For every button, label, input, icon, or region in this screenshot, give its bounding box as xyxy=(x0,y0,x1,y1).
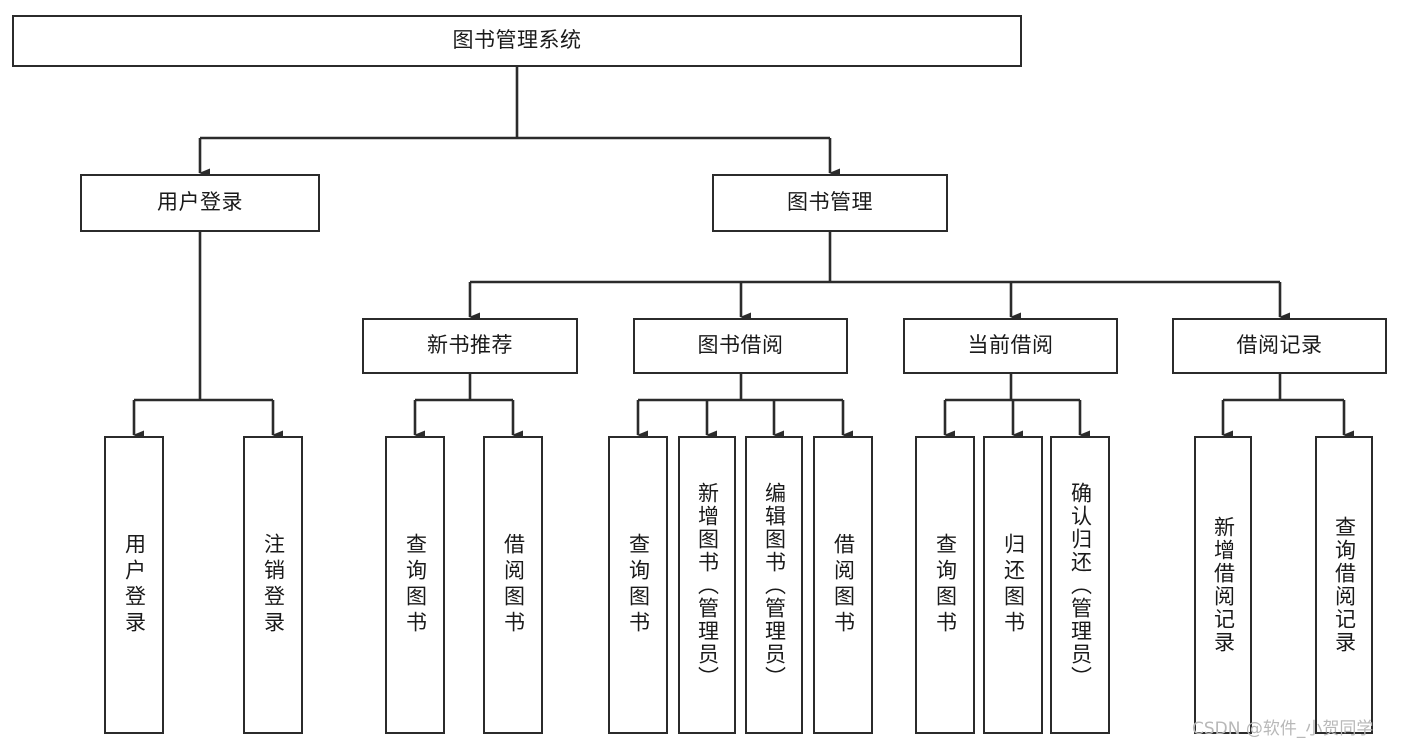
node-label-current-borrow: 当前借阅 xyxy=(967,333,1054,358)
node-label-leaf-user-logout: 注销登录 xyxy=(261,533,286,637)
node-leaf-borrow-book-1[interactable]: 借阅图书 xyxy=(483,436,543,734)
node-label-leaf-confirm-ret: 确认归还（管理员） xyxy=(1068,481,1093,689)
node-leaf-query-book-3[interactable]: 查询图书 xyxy=(915,436,975,734)
node-label-leaf-query-book-3: 查询图书 xyxy=(933,533,958,637)
node-leaf-edit-book[interactable]: 编辑图书（管理员） xyxy=(745,436,803,734)
node-leaf-add-book[interactable]: 新增图书（管理员） xyxy=(678,436,736,734)
node-label-leaf-borrow-book-2: 借阅图书 xyxy=(831,533,856,637)
node-root[interactable]: 图书管理系统 xyxy=(12,15,1022,67)
node-label-leaf-query-record: 查询借阅记录 xyxy=(1332,516,1357,654)
node-label-leaf-user-login: 用户登录 xyxy=(122,533,147,637)
node-label-leaf-query-book-2: 查询图书 xyxy=(626,533,651,637)
node-leaf-query-book-1[interactable]: 查询图书 xyxy=(385,436,445,734)
node-label-book-borrow: 图书借阅 xyxy=(697,333,784,358)
node-label-user-login: 用户登录 xyxy=(157,190,243,215)
node-label-root: 图书管理系统 xyxy=(452,28,582,53)
node-book-manage[interactable]: 图书管理 xyxy=(712,174,948,232)
node-label-leaf-query-book-1: 查询图书 xyxy=(403,533,428,637)
node-leaf-user-login[interactable]: 用户登录 xyxy=(104,436,164,734)
node-leaf-user-logout[interactable]: 注销登录 xyxy=(243,436,303,734)
node-label-borrow-record: 借阅记录 xyxy=(1236,333,1323,358)
node-label-book-manage: 图书管理 xyxy=(787,190,873,215)
node-label-leaf-add-book: 新增图书（管理员） xyxy=(695,481,720,689)
node-label-leaf-edit-book: 编辑图书（管理员） xyxy=(762,481,787,689)
node-current-borrow[interactable]: 当前借阅 xyxy=(903,318,1118,374)
node-leaf-return-book[interactable]: 归还图书 xyxy=(983,436,1043,734)
node-borrow-record[interactable]: 借阅记录 xyxy=(1172,318,1387,374)
node-book-borrow[interactable]: 图书借阅 xyxy=(633,318,848,374)
node-leaf-query-record[interactable]: 查询借阅记录 xyxy=(1315,436,1373,734)
node-leaf-confirm-ret[interactable]: 确认归还（管理员） xyxy=(1050,436,1110,734)
node-label-leaf-add-record: 新增借阅记录 xyxy=(1211,516,1236,654)
node-leaf-query-book-2[interactable]: 查询图书 xyxy=(608,436,668,734)
node-leaf-add-record[interactable]: 新增借阅记录 xyxy=(1194,436,1252,734)
node-user-login[interactable]: 用户登录 xyxy=(80,174,320,232)
node-leaf-borrow-book-2[interactable]: 借阅图书 xyxy=(813,436,873,734)
node-label-leaf-borrow-book-1: 借阅图书 xyxy=(501,533,526,637)
node-new-book-rec[interactable]: 新书推荐 xyxy=(362,318,578,374)
node-label-leaf-return-book: 归还图书 xyxy=(1001,533,1026,637)
node-label-new-book-rec: 新书推荐 xyxy=(427,333,513,358)
